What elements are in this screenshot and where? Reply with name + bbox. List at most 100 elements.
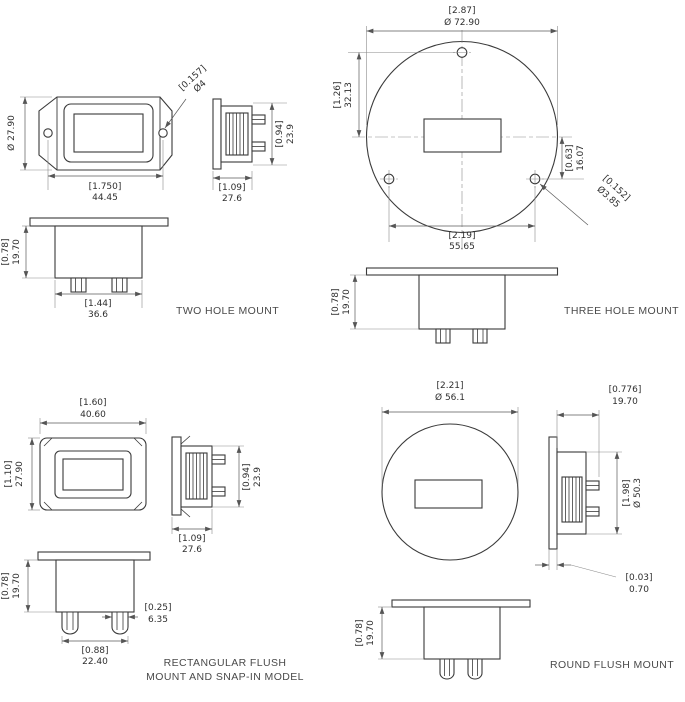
mount-hole-left [43, 128, 53, 138]
round-flush-bottom-view [391, 599, 531, 680]
dim-two-hole-body-width: [1.44] 36.6 [54, 280, 143, 320]
dim-round-flush-dia: [2.21] Ø 56.1 [381, 381, 519, 485]
dim-text-three-hole-lower-mm: 16.07 [576, 145, 586, 171]
dim-two-hole-side-depth: [1.09] 27.6 [212, 171, 253, 204]
dim-text-rect-side-h-mm: 23.9 [253, 467, 263, 487]
dim-rect-flush-side-height: [0.94] 23.9 [212, 445, 263, 508]
dim-three-hole-hole-dia: [0.152] Ø3.85 [539, 174, 632, 226]
dim-three-hole-spacing: [2.19] 55.65 [388, 186, 536, 252]
dim-text-rect-pin-w-in: [0.25] [144, 603, 171, 613]
dim-text-three-hole-upper-mm: 32.13 [344, 82, 354, 108]
two-hole-side-view [212, 98, 266, 170]
dim-round-flush-body-dia: [1.98] Ø 50.3 [586, 451, 643, 535]
terminal-pin [111, 277, 128, 293]
mount-hole-right [158, 128, 168, 138]
dim-text-rect-side-h-in: [0.94] [242, 463, 252, 490]
section-label-rect-flush-line2: MOUNT AND SNAP-IN MODEL [146, 671, 304, 683]
dim-text-round-body-dia-in: [1.98] [622, 479, 632, 506]
dim-text-three-hole-rear-d-mm: 19.70 [342, 289, 352, 315]
dim-round-flush-flange-thickness: [0.03] 0.70 [535, 549, 653, 595]
two-hole-front-view [38, 96, 173, 171]
dim-round-flush-depth: [0.776] 19.70 [556, 385, 642, 477]
dim-text-round-flange-in: [0.03] [625, 573, 652, 583]
section-label-rect-flush-line1: RECTANGULAR FLUSH [164, 657, 287, 669]
dim-text-rect-side-d-mm: 27.6 [182, 545, 202, 555]
dim-text-rect-pin-s-in: [0.88] [81, 646, 108, 656]
dim-rect-flush-height: [1.10] 27.90 [4, 437, 40, 511]
dim-text-round-body-dia-mm: Ø 50.3 [632, 478, 643, 508]
display-window [423, 118, 502, 153]
section-label-three-hole: THREE HOLE MOUNT [564, 305, 679, 317]
dim-text-round-flange-mm: 0.70 [629, 585, 649, 595]
dim-text-two-hole-rear-d-in: [0.78] [1, 238, 11, 265]
three-hole-side-view [365, 267, 559, 344]
dim-two-hole-side-height: [0.94] 23.9 [253, 102, 296, 166]
dim-text-rect-pin-s-mm: 22.40 [82, 657, 108, 667]
dim-text-two-hole-body-w-in: [1.44] [84, 299, 111, 309]
dim-three-hole-dia: [2.87] Ø 72.90 [366, 6, 558, 125]
dim-text-three-hole-dia-mm: Ø 72.90 [444, 17, 480, 28]
dim-text-round-depth-in: [0.776] [609, 385, 642, 395]
dim-text-round-dia-in: [2.21] [436, 381, 463, 391]
dim-text-rect-height-mm: 27.90 [15, 461, 25, 487]
rect-flush-side-view [171, 435, 226, 518]
dim-text-three-hole-spacing-mm: 55.65 [449, 242, 475, 252]
dim-two-hole-hole-dia: [0.157] Ø4 [164, 64, 209, 129]
dim-text-three-hole-lower-in: [0.63] [565, 144, 575, 171]
dim-text-rect-side-d-in: [1.09] [178, 534, 205, 544]
round-flush-side-view [548, 436, 600, 550]
dim-text-rect-width-in: [1.60] [79, 398, 106, 408]
dim-text-three-hole-spacing-in: [2.19] [448, 231, 475, 241]
dim-text-rect-height-in: [1.10] [4, 460, 14, 487]
dim-text-rect-pin-w-mm: 6.35 [148, 615, 168, 625]
dim-text-two-hole-side-h-mm: 23.9 [286, 124, 296, 144]
dim-text-two-hole-side-d-in: [1.09] [218, 183, 245, 193]
section-two-hole-mount: Ø 27.90 [0.157] Ø4 [1.750] 44.45 [1, 64, 296, 320]
display-window [62, 458, 124, 491]
dim-text-round-dia-mm: Ø 56.1 [435, 392, 465, 403]
dim-text-two-hole-spacing-mm: 44.45 [92, 193, 118, 203]
section-label-round-flush: ROUND FLUSH MOUNT [550, 659, 674, 671]
dim-text-rect-rear-d-mm: 19.70 [12, 573, 22, 599]
dim-three-hole-upper-offset: [1.26] 32.13 [333, 52, 455, 137]
terminal-pin [61, 611, 79, 635]
dim-rect-flush-pin-spacing: [0.88] 22.40 [61, 636, 129, 667]
three-hole-front-view [352, 30, 574, 250]
dim-text-round-rear-d-in: [0.78] [355, 619, 365, 646]
dim-text-round-rear-d-mm: 19.70 [366, 620, 376, 646]
section-round-flush-mount: [2.21] Ø 56.1 [0.776] 19.70 [355, 381, 674, 680]
section-three-hole-mount: [2.87] Ø 72.90 [1.26] 32.13 [0.63] 16.07… [331, 6, 679, 344]
dim-three-hole-lower-offset: [0.63] 16.07 [541, 137, 586, 180]
rect-flush-front-view [39, 437, 147, 511]
section-rectangular-flush-mount: [1.60] 40.60 [1.10] 27.90 [1, 398, 304, 683]
dim-rect-flush-pin-width: [0.25] 6.35 [102, 603, 172, 625]
dim-text-three-hole-rear-d-in: [0.78] [331, 288, 341, 315]
dim-text-three-hole-upper-in: [1.26] [333, 81, 343, 108]
dim-two-hole-spacing: [1.750] 44.45 [47, 140, 164, 203]
display-window [414, 479, 483, 509]
dim-two-hole-rear-depth: [0.78] 19.70 [1, 225, 55, 279]
terminal-pin [435, 328, 451, 344]
dim-text-two-hole-side-d-mm: 27.6 [222, 194, 242, 204]
terminal-pin [70, 277, 87, 293]
dim-text-two-hole-side-h-in: [0.94] [275, 120, 285, 147]
terminal-pin [111, 611, 129, 635]
dim-text-two-hole-body-w-mm: 36.6 [88, 310, 108, 320]
dim-text-two-hole-rear-d-mm: 19.70 [12, 239, 22, 265]
two-hole-bottom-view [29, 217, 169, 293]
dim-two-hole-height: Ø 27.90 [6, 96, 52, 171]
section-label-two-hole: TWO HOLE MOUNT [176, 305, 279, 317]
round-flush-front-view [381, 423, 519, 561]
dim-three-hole-rear-depth: [0.78] 19.70 [331, 274, 419, 330]
dim-rect-flush-width: [1.60] 40.60 [39, 398, 147, 434]
dim-text-rect-width-mm: 40.60 [80, 410, 106, 420]
terminal-pin [439, 658, 455, 680]
dim-text-three-hole-dia-in: [2.87] [448, 6, 475, 16]
dim-rect-flush-side-depth: [1.09] 27.6 [171, 509, 213, 555]
dim-text-two-hole-height: Ø 27.90 [6, 115, 17, 151]
dim-text-rect-rear-d-in: [0.78] [1, 572, 11, 599]
terminal-pin [467, 658, 483, 680]
dim-rect-flush-rear-depth: [0.78] 19.70 [1, 559, 56, 613]
